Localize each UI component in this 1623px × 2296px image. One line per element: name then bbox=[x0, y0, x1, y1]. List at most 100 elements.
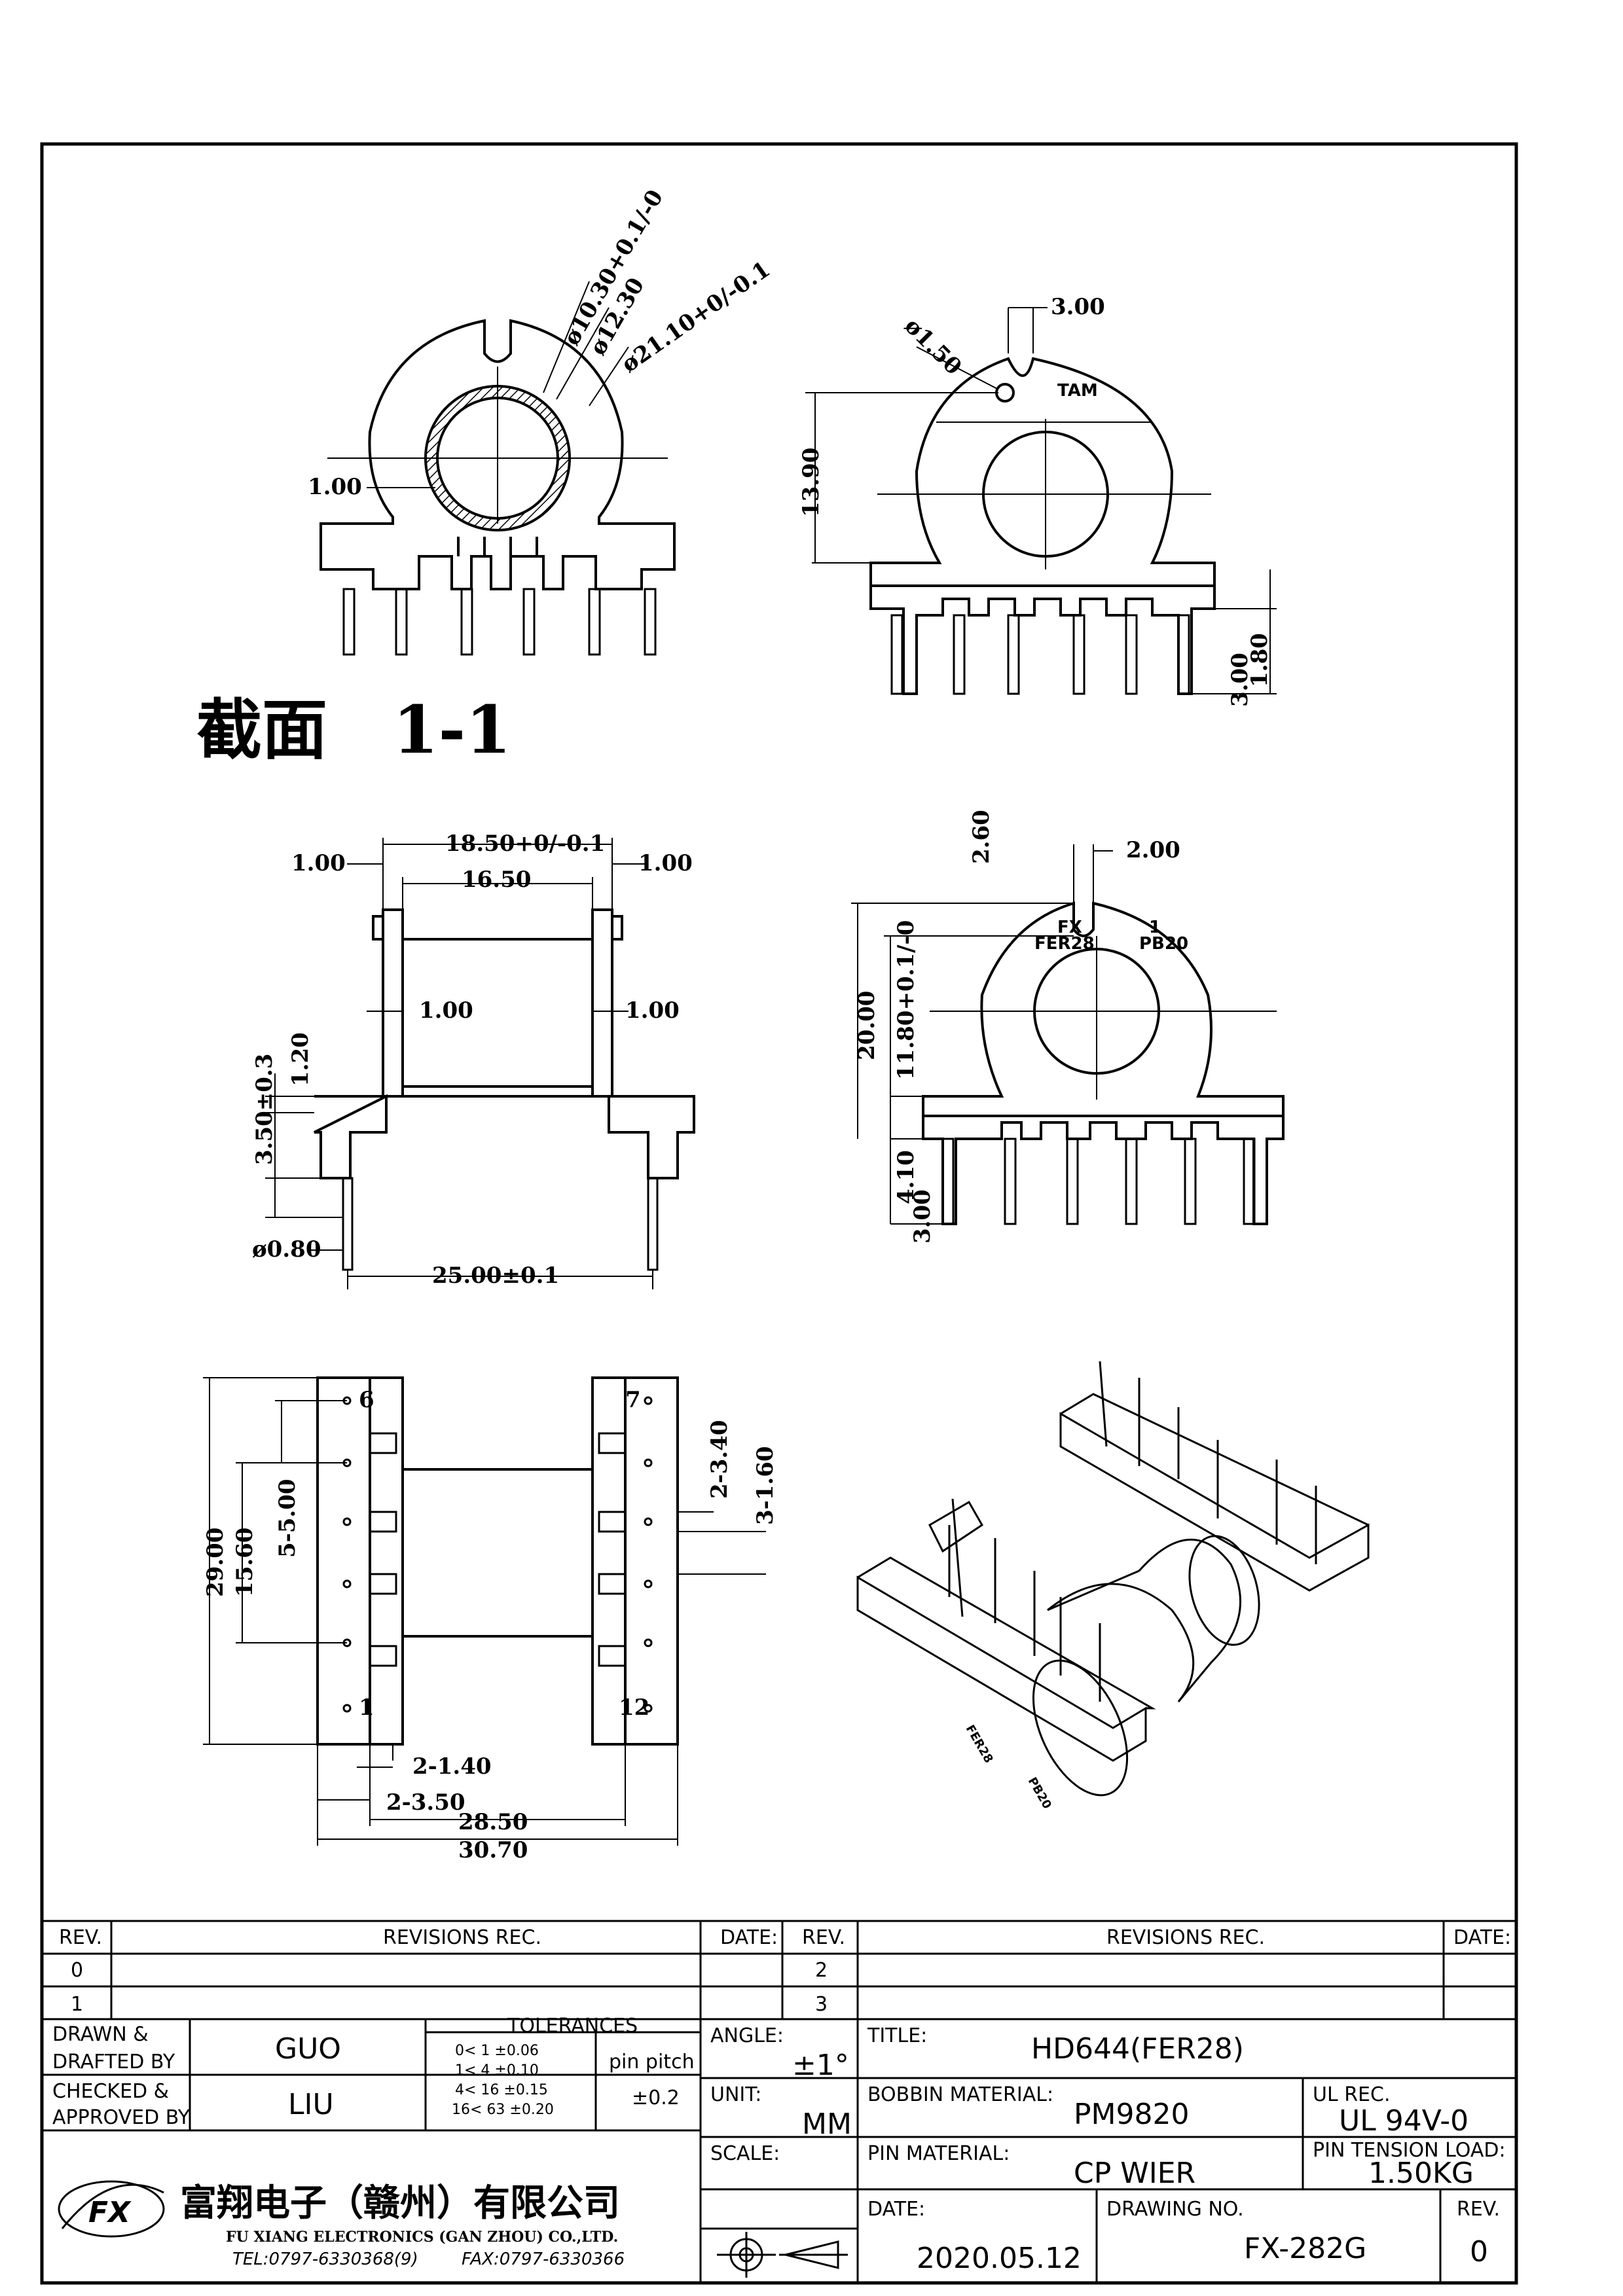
bottom-overall-h: 29.00 bbox=[202, 1528, 228, 1597]
revrec-header-2: REVISIONS REC. bbox=[1106, 1926, 1265, 1949]
bottom-pin-6: 6 bbox=[359, 1387, 374, 1413]
side-pin-off: 1.80 bbox=[1247, 633, 1273, 687]
bottom-pitch-span: 15.60 bbox=[232, 1528, 258, 1597]
section-title: 截面 1-1 bbox=[196, 691, 511, 768]
iso-mark-1: FER28 bbox=[963, 1723, 996, 1766]
pin-material-value: CP WIER bbox=[1074, 2157, 1195, 2190]
rev-label: REV. bbox=[1457, 2198, 1500, 2221]
checked-label: CHECKED & bbox=[52, 2080, 169, 2103]
ul-value: UL 94V-0 bbox=[1339, 2104, 1468, 2138]
rev-value: 0 bbox=[1470, 2235, 1488, 2269]
end-center: 11.80+0.1/-0 bbox=[893, 920, 919, 1080]
front-inner: 16.50 bbox=[462, 867, 531, 893]
bottom-w2850: 28.50 bbox=[458, 1809, 528, 1835]
bottom-pin-12: 12 bbox=[619, 1695, 649, 1721]
rev-1: 1 bbox=[71, 1993, 83, 2016]
side-height: 13.90 bbox=[798, 448, 824, 517]
end-marking-1: 1 bbox=[1149, 918, 1161, 937]
front-overall: 18.50+0/-0.1 bbox=[445, 831, 605, 857]
front-wall-l: 1.00 bbox=[419, 997, 473, 1024]
end-view bbox=[851, 844, 1285, 1225]
front-h120: 1.20 bbox=[287, 1032, 314, 1086]
rev-3: 3 bbox=[815, 1993, 828, 2016]
drawn-label: DRAWN & bbox=[52, 2023, 149, 2046]
angle-value: ±1° bbox=[792, 2049, 849, 2082]
rev-2: 2 bbox=[815, 1959, 828, 1982]
side-hole: ø1.50 bbox=[900, 313, 967, 380]
checked-label-2: APPROVED BY bbox=[52, 2106, 191, 2129]
bottom-pitch5: 5-5.00 bbox=[274, 1479, 301, 1558]
ul-label: UL REC. bbox=[1313, 2083, 1391, 2106]
angle-label: ANGLE: bbox=[710, 2024, 784, 2047]
bottom-d140: 2-1.40 bbox=[412, 1753, 492, 1780]
end-slot-width: 2.00 bbox=[1126, 837, 1180, 863]
front-h350: 3.50±0.3 bbox=[251, 1054, 278, 1165]
tension-label: PIN TENSION LOAD: bbox=[1313, 2139, 1506, 2162]
end-marking-fer: FER28 bbox=[1034, 934, 1095, 954]
bottom-view bbox=[203, 1376, 766, 1846]
rev-header-2: REV. bbox=[802, 1926, 845, 1949]
company-logo: FX bbox=[88, 2196, 132, 2229]
side-slot: 3.00 bbox=[1051, 294, 1105, 320]
front-pin-span: 25.00±0.1 bbox=[432, 1263, 559, 1289]
front-flange-r: 1.00 bbox=[638, 850, 693, 876]
unit-value: MM bbox=[802, 2108, 852, 2141]
iso-mark-2: PB20 bbox=[1025, 1775, 1054, 1812]
side-marking: TAM bbox=[1057, 381, 1098, 401]
section-wall: 1.00 bbox=[308, 474, 362, 500]
bottom-d340: 2-3.40 bbox=[706, 1420, 733, 1499]
title-block bbox=[42, 1920, 1516, 2283]
end-marking-pb: PB20 bbox=[1139, 934, 1188, 954]
front-view bbox=[265, 838, 695, 1289]
rev-0: 0 bbox=[71, 1959, 83, 1982]
front-wall-r: 1.00 bbox=[625, 997, 680, 1024]
date-header: DATE: bbox=[720, 1926, 778, 1949]
section-view bbox=[319, 281, 676, 656]
side-view bbox=[805, 307, 1277, 695]
end-height: 20.00 bbox=[854, 991, 880, 1060]
tol-row-3: 16< 63 ±0.20 bbox=[452, 2102, 554, 2118]
company-name-cn: 富翔电子（赣州）有限公司 bbox=[180, 2181, 620, 2225]
bottom-pin-7: 7 bbox=[625, 1387, 641, 1413]
bobbin-value: PM9820 bbox=[1074, 2098, 1189, 2131]
rev-header: REV. bbox=[59, 1926, 102, 1949]
tol-row-0: 0< 1 ±0.06 bbox=[455, 2043, 539, 2059]
tol-row-2: 4< 16 ±0.15 bbox=[455, 2082, 548, 2098]
drawing-no-label: DRAWING NO. bbox=[1106, 2198, 1244, 2221]
date-label: DATE: bbox=[867, 2198, 925, 2221]
bottom-d350: 2-3.50 bbox=[386, 1789, 465, 1816]
company-tel: TEL:0797-6330368(9) bbox=[232, 2250, 418, 2269]
date-value: 2020.05.12 bbox=[917, 2242, 1082, 2275]
title-value: HD644(FER28) bbox=[1031, 2032, 1244, 2066]
sheet-border bbox=[40, 142, 1518, 2285]
bottom-w3070: 30.70 bbox=[458, 1837, 528, 1863]
date-header-2: DATE: bbox=[1453, 1926, 1511, 1949]
pin-pitch-value: ±0.2 bbox=[632, 2087, 680, 2109]
end-pin: 3.00 bbox=[909, 1189, 936, 1244]
side-pin-len: 3.00 bbox=[1227, 653, 1253, 707]
tol-row-1: 1< 4 ±0.10 bbox=[455, 2062, 539, 2079]
end-slot-depth: 2.60 bbox=[968, 810, 994, 864]
drawn-value: GUO bbox=[275, 2032, 341, 2066]
bottom-pin-1: 1 bbox=[359, 1695, 374, 1721]
end-marking-fx: FX bbox=[1057, 918, 1082, 937]
checked-value: LIU bbox=[288, 2088, 334, 2121]
company-fax: FAX:0797-6330366 bbox=[462, 2250, 625, 2269]
drawing-no-value: FX-282G bbox=[1244, 2232, 1366, 2265]
revrec-header: REVISIONS REC. bbox=[383, 1926, 541, 1949]
title-label: TITLE: bbox=[867, 2024, 927, 2047]
tension-value: 1.50KG bbox=[1368, 2157, 1474, 2190]
company-name-en: FU XIANG ELECTRONICS (GAN ZHOU) CO.,LTD. bbox=[226, 2229, 618, 2246]
bobbin-label: BOBBIN MATERIAL: bbox=[867, 2083, 1053, 2106]
unit-label: UNIT: bbox=[710, 2083, 761, 2106]
isometric-view bbox=[856, 1361, 1370, 1797]
drawn-label-2: DRAFTED BY bbox=[52, 2051, 175, 2073]
section-dia-3: ø21.10+0/-0.1 bbox=[617, 256, 775, 378]
pin-pitch-label: pin pitch bbox=[609, 2051, 695, 2073]
end-base: 4.10 bbox=[893, 1150, 919, 1204]
scale-label: SCALE: bbox=[710, 2142, 780, 2165]
front-flange-l: 1.00 bbox=[291, 850, 346, 876]
tolerances-title: TOLERANCES bbox=[507, 2015, 638, 2037]
bottom-d160: 3-1.60 bbox=[752, 1446, 778, 1525]
